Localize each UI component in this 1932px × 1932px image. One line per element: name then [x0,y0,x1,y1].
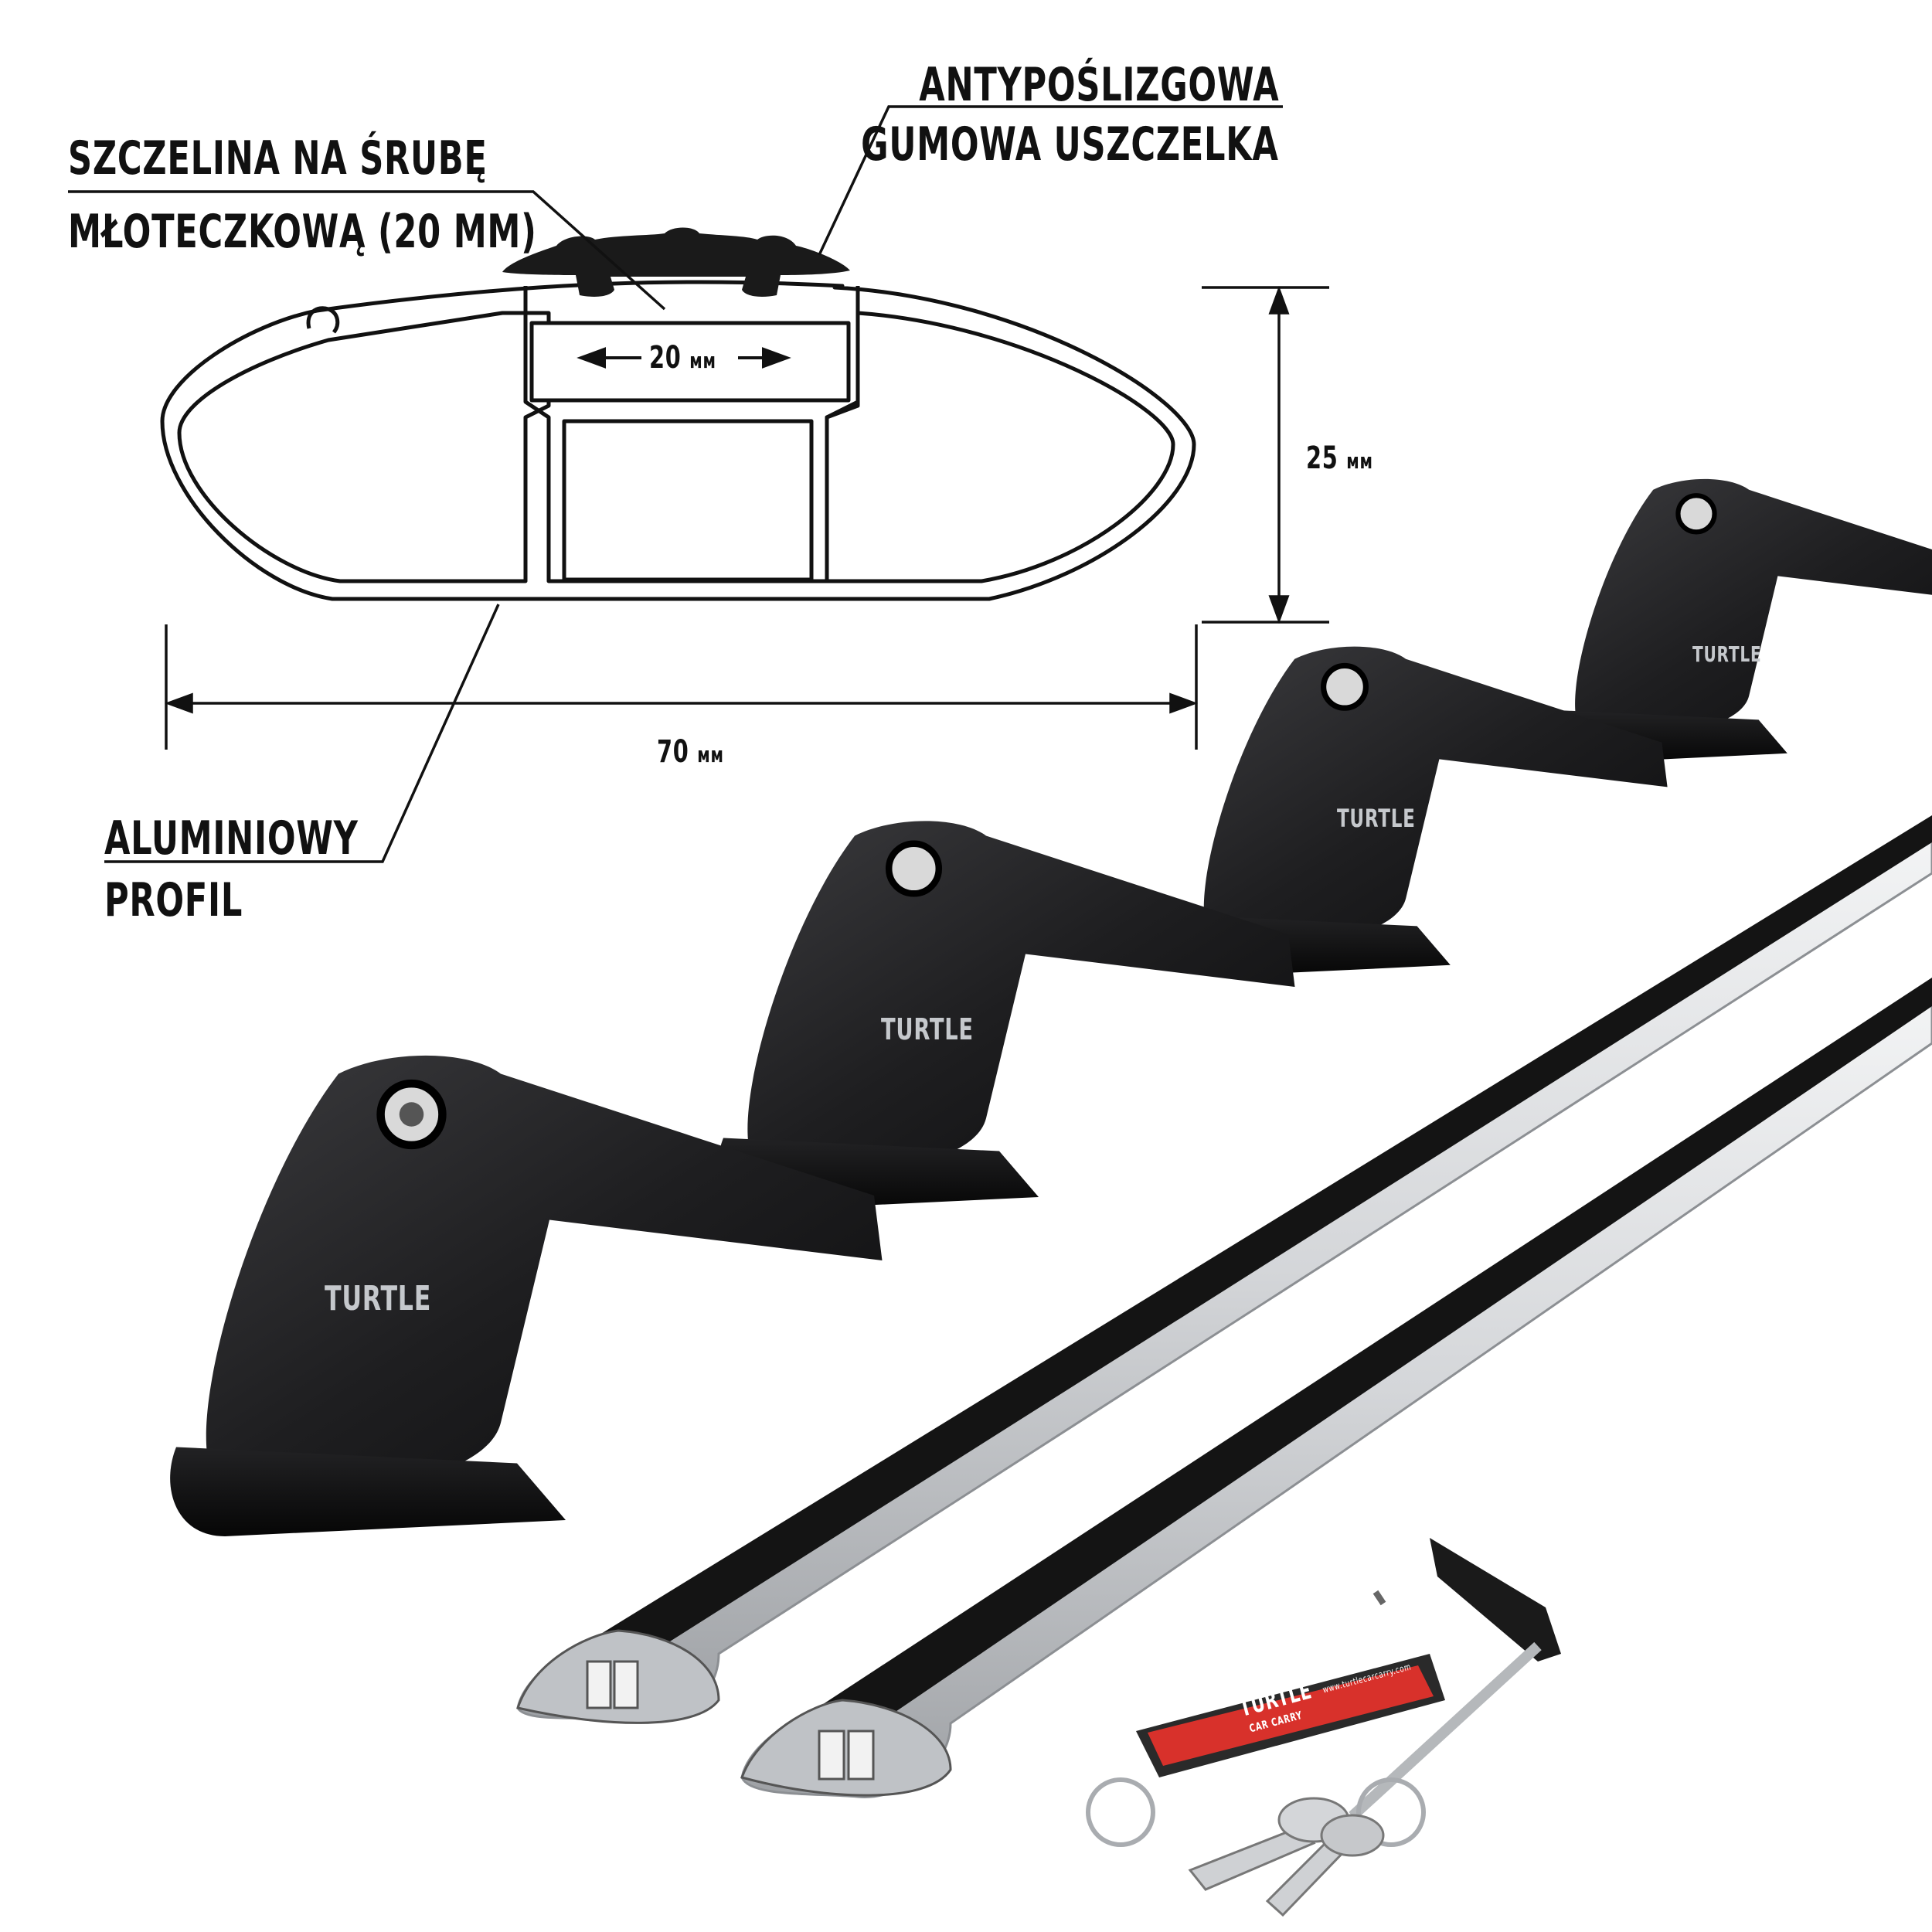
profile-inner-outline-right [825,311,1175,583]
slot-width-unit: мм [689,348,716,373]
profile-bump [306,306,340,334]
slot-label-line2: MŁOTECZKOWĄ (20 MM) [68,205,537,259]
height-value: 25 [1306,440,1338,476]
profile-leader [104,604,500,863]
profile-cross-section [160,280,1196,601]
brand-logo-foot-2: TURTLE [881,1012,974,1046]
height-dimension: 25 мм [1306,440,1373,479]
roof-foot-4 [1553,478,1932,764]
height-unit: мм [1346,448,1373,474]
rubber-seal [502,227,850,297]
profile-label-line2: PROFIL [104,873,243,927]
brand-logo-foot-1: TURTLE [325,1279,432,1318]
aluminium-bars [516,815,1932,1798]
dim-slot-width [577,347,791,369]
brand-logo-foot-3: TURTLE [1337,804,1416,833]
bar-rear-rubber [587,815,1932,1669]
slot-width-dimension: 20 мм [649,340,716,379]
profile-label-line1: ALUMINIOWY [104,811,359,866]
brand-logo-foot-4: TURTLE [1692,641,1762,667]
bar-front-end [740,1699,952,1797]
slot-width-value: 20 [649,340,682,376]
bar-front-rubber [811,978,1932,1743]
slot-leader [68,190,666,311]
seal-leader [818,105,1283,256]
keys-icon [1086,1777,1426,1917]
dim-height [1202,285,1329,624]
roof-foot-1 [170,1055,883,1536]
profile-outer-outline [160,280,1196,601]
width-dimension: 70 мм [657,734,724,773]
torque-key-icon [1349,1538,1561,1821]
key-tag [1136,1654,1445,1777]
dim-width [164,624,1199,750]
slot-box [529,321,851,403]
seal-label-line1: ANTYPOŚLIZGOWA [918,58,1279,112]
seal-label-line2: GUMOWA USZCZELKA [861,117,1279,172]
lower-channel [562,419,814,582]
width-unit: мм [697,742,724,767]
leader-lines [68,105,1283,863]
width-value: 70 [657,734,689,770]
slot-label-line1: SZCZELINA NA ŚRUBĘ [68,131,488,185]
profile-inner-outline [177,311,551,583]
